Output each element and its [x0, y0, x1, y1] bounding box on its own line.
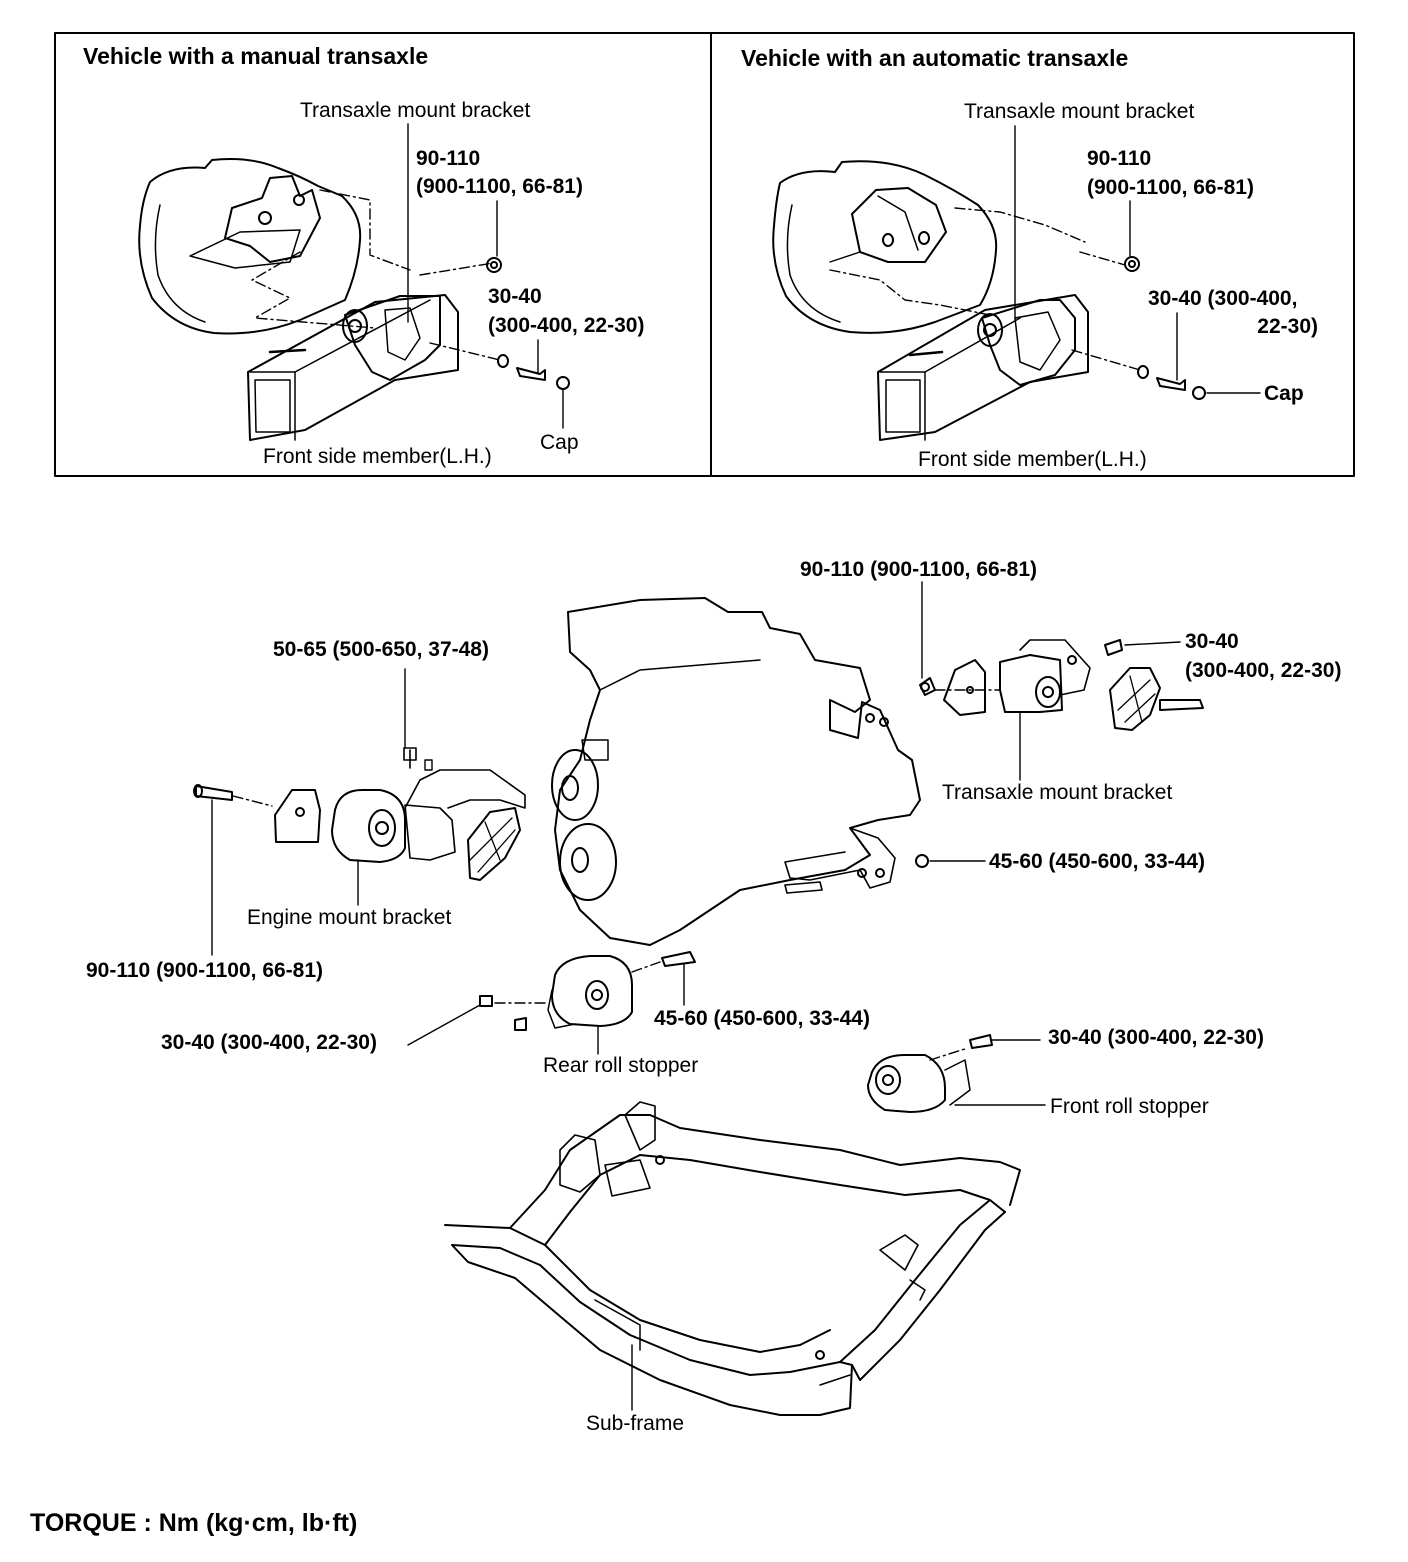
front-roll-stopper-assembly — [867, 1034, 1046, 1113]
front-roll-stopper-label: Front roll stopper — [1050, 1095, 1209, 1118]
front-stopper-bolt-torque: 30-40 (300-400, 22-30) — [1048, 1026, 1264, 1049]
manual-transaxle-drawing — [138, 123, 570, 441]
engine-block-outline — [551, 597, 986, 946]
transaxle-mount-bracket-assembly — [919, 581, 1204, 781]
automatic-panel-title: Vehicle with an automatic transaxle — [741, 45, 1129, 71]
transaxle-mount-bracket-label: Transaxle mount bracket — [942, 781, 1173, 804]
automatic-bolt-torque-line2: 22-30) — [1257, 315, 1318, 338]
engine-mount-bracket-assembly — [193, 668, 526, 956]
right-lug-bolt-torque: 45-60 (450-600, 33-44) — [989, 850, 1205, 873]
rear-roll-stopper-assembly — [407, 951, 696, 1055]
manual-bolt-torque-line2: (300-400, 22-30) — [488, 314, 645, 337]
transaxle-bolt-torque-line2: (300-400, 22-30) — [1185, 659, 1342, 682]
sub-frame-label: Sub-frame — [586, 1412, 685, 1435]
automatic-member-label: Front side member(L.H.) — [918, 448, 1147, 471]
manual-bolt-torque-line1: 30-40 — [488, 285, 542, 308]
sub-frame-drawing — [444, 1101, 1021, 1416]
rear-stopper-left-bolt-torque: 30-40 (300-400, 22-30) — [161, 1031, 377, 1054]
automatic-bracket-label: Transaxle mount bracket — [964, 100, 1195, 123]
automatic-bolt-torque-line1: 30-40 (300-400, — [1148, 287, 1298, 310]
manual-nut-torque-line1: 90-110 — [416, 147, 481, 170]
engine-mount-bracket-label: Engine mount bracket — [247, 906, 452, 929]
top-panels-frame — [54, 32, 1355, 477]
engine-through-bolt-torque: 90-110 (900-1100, 66-81) — [86, 959, 324, 982]
manual-nut-torque-line2: (900-1100, 66-81) — [416, 175, 583, 198]
transaxle-bolt-torque-line1: 30-40 — [1185, 630, 1239, 653]
torque-units-note: TORQUE : Nm (kg·cm, lb·ft) — [30, 1509, 358, 1537]
manual-bracket-label: Transaxle mount bracket — [300, 99, 531, 122]
manual-cap-label: Cap — [540, 431, 579, 454]
manual-member-label: Front side member(L.H.) — [263, 445, 492, 468]
manual-panel-title: Vehicle with a manual transaxle — [83, 43, 429, 69]
automatic-nut-torque-line1: 90-110 — [1087, 147, 1152, 170]
rear-roll-stopper-label: Rear roll stopper — [543, 1054, 699, 1077]
rear-stopper-right-bolt-torque: 45-60 (450-600, 33-44) — [654, 1007, 870, 1030]
transaxle-nut-torque: 90-110 (900-1100, 66-81) — [800, 558, 1038, 581]
automatic-nut-torque-line2: (900-1100, 66-81) — [1087, 176, 1254, 199]
automatic-cap-label: Cap — [1264, 382, 1304, 405]
engine-bracket-bolt-torque: 50-65 (500-650, 37-48) — [273, 638, 489, 661]
automatic-transaxle-drawing — [772, 125, 1261, 441]
